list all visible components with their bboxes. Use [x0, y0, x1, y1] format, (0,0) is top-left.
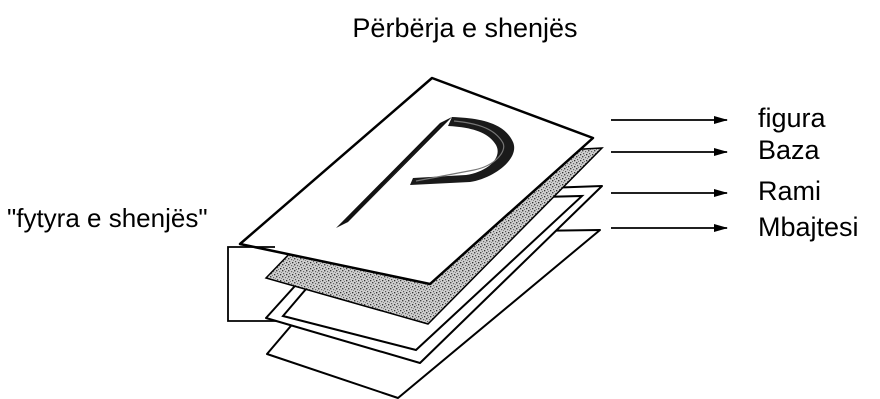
letter-p-figure: [336, 117, 515, 228]
label-mbajtesi: Mbajtesi: [758, 212, 859, 242]
side-bracket: [227, 246, 276, 322]
side-label-text: "fytyra e shenjës": [7, 203, 208, 233]
label-baza: Baza: [758, 135, 821, 165]
diagram-title: Përbërja e shenjës: [352, 13, 577, 43]
label-figura: figura: [758, 103, 827, 133]
label-rami: Rami: [758, 176, 821, 206]
